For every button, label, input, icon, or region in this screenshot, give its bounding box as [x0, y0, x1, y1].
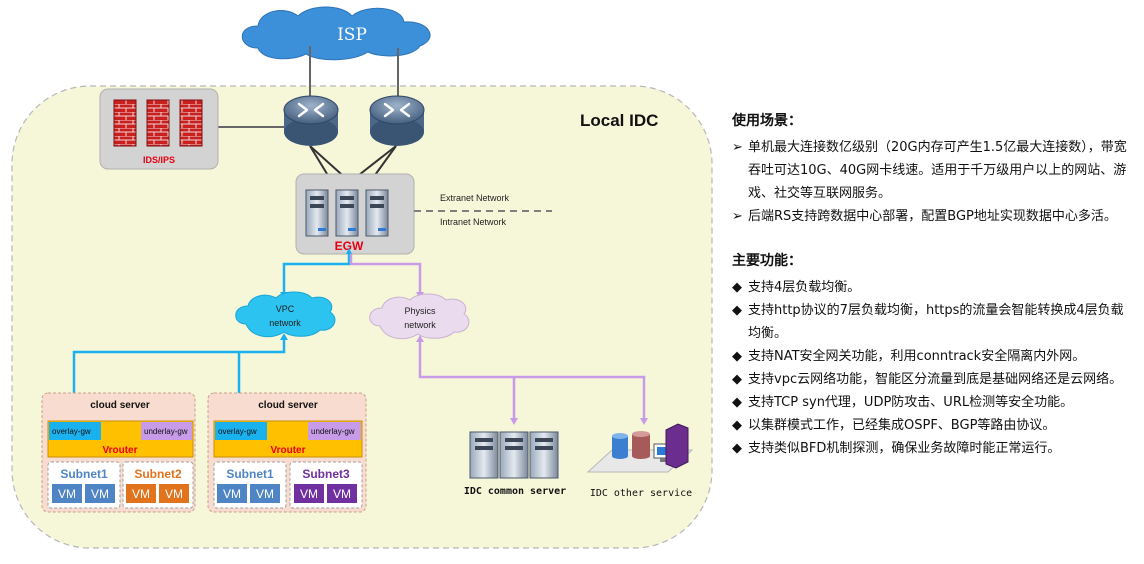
overlay-gw-label: overlay-gw: [218, 427, 257, 436]
egw-label: EGW: [335, 239, 364, 253]
firewall-icon: IDS/IPS: [99, 88, 219, 170]
diamond-bullet-icon: ◆: [732, 372, 742, 387]
feature-item: ◆ 支持TCP syn代理，UDP防攻击、URL检测等安全功能。: [732, 391, 1132, 414]
server-icon: [335, 189, 359, 237]
ids-ips-label: IDS/IPS: [143, 155, 175, 165]
underlay-gw-label: underlay-gw: [144, 427, 188, 436]
feature-text: 支持4层负载均衡。: [748, 280, 861, 295]
feature-item: ◆ 以集群模式工作，已经集成OSPF、BGP等路由协议。: [732, 414, 1132, 437]
server-icon: [365, 189, 389, 237]
physics-label-line1: Physics: [404, 306, 436, 316]
vm-label: VM: [223, 487, 241, 501]
feature-item: ◆ 支持类似BFD机制探测，确保业务故障时能正常运行。: [732, 437, 1132, 460]
intranet-label: Intranet Network: [440, 217, 507, 227]
vpc-to-cloud-servers-link: [72, 336, 286, 414]
vpc-label-line2: network: [269, 318, 301, 328]
scenario-item: ➢ 后端RS支持跨数据中心部署，配置BGP地址实现数据中心多活。: [732, 205, 1132, 228]
feature-text: 支持vpc云网络功能，智能区分流量到底是基础网络还是云网络。: [748, 372, 1123, 387]
local-idc-label: Local IDC: [580, 111, 658, 130]
feature-text: 支持NAT安全网关功能，利用conntrack安全隔离内外网。: [748, 349, 1086, 364]
physics-link: [349, 254, 422, 296]
diamond-bullet-icon: ◆: [732, 349, 742, 364]
isp-label: ISP: [337, 25, 367, 45]
server-icon: [305, 189, 329, 237]
scenario-text: 后端RS支持跨数据中心部署，配置BGP地址实现数据中心多活。: [748, 209, 1117, 224]
router-icon: [369, 95, 425, 146]
subnet-label: Subnet1: [60, 467, 108, 481]
feature-text: 支持TCP syn代理，UDP防攻击、URL检测等安全功能。: [748, 395, 1074, 410]
subnet-label: Subnet3: [302, 467, 350, 481]
feature-item: ◆ 支持4层负载均衡。: [732, 276, 1132, 299]
cloud-server-title: cloud server: [90, 400, 150, 411]
vm-label: VM: [91, 487, 109, 501]
scenarios-title: 使用场景：: [732, 113, 802, 129]
cloud-server-2: cloud server overlay-gw underlay-gw Vrou…: [207, 392, 367, 513]
physics-network-cloud: Physics network: [369, 293, 470, 340]
physics-label-line2: network: [404, 320, 436, 330]
feature-text: 支持类似BFD机制探测，确保业务故障时能正常运行。: [748, 441, 1061, 456]
diamond-bullet-icon: ◆: [732, 441, 742, 456]
vrouter-label: Vrouter: [270, 445, 305, 456]
underlay-gw-label: underlay-gw: [311, 427, 355, 436]
diamond-bullet-icon: ◆: [732, 395, 742, 410]
physics-to-idc-link: [418, 338, 646, 420]
description-panel: 使用场景： ➢ 单机最大连接数亿级别（20G内存可产生1.5亿最大连接数），带宽吞…: [732, 110, 1132, 460]
storage-icon: [632, 431, 650, 459]
vm-label: VM: [300, 487, 318, 501]
server-icon: [529, 431, 559, 479]
vm-label: VM: [132, 487, 150, 501]
arrow-bullet-icon: ➢: [732, 209, 743, 224]
vpc-label-line1: VPC: [276, 304, 295, 314]
vm-label: VM: [333, 487, 351, 501]
arrow-bullet-icon: ➢: [732, 140, 743, 155]
network-diagram: Local IDC ISP IDS/IPS: [11, 6, 713, 549]
vm-label: VM: [58, 487, 76, 501]
scenario-item: ➢ 单机最大连接数亿级别（20G内存可产生1.5亿最大连接数），带宽吞吐可达10G…: [732, 136, 1132, 205]
overlay-gw-label: overlay-gw: [52, 427, 91, 436]
vpc-network-cloud: VPC network: [235, 291, 336, 338]
feature-text: 以集群模式工作，已经集成OSPF、BGP等路由协议。: [748, 418, 1056, 433]
feature-item: ◆ 支持vpc云网络功能，智能区分流量到底是基础网络还是云网络。: [732, 368, 1132, 391]
vm-label: VM: [256, 487, 274, 501]
vpc-link: [282, 254, 351, 296]
egw-cluster: EGW: [295, 173, 415, 255]
server-icon: [499, 431, 529, 479]
feature-item: ◆ 支持http协议的7层负载均衡，https的流量会智能转换成4层负载均衡。: [732, 299, 1132, 345]
feature-text: 支持http协议的7层负载均衡，https的流量会智能转换成4层负载均衡。: [748, 303, 1124, 341]
server-icon: [469, 431, 499, 479]
router-icon: [283, 95, 339, 146]
cloud-server-title: cloud server: [258, 400, 318, 411]
subnet-label: Subnet2: [134, 467, 182, 481]
idc-other-service-label: IDC other service: [590, 488, 692, 499]
diamond-bullet-icon: ◆: [732, 280, 742, 295]
isp-cloud: ISP: [241, 6, 431, 61]
vm-label: VM: [165, 487, 183, 501]
subnet-label: Subnet1: [226, 467, 274, 481]
idc-common-server-label: IDC common server: [464, 486, 566, 497]
idc-common-server: IDC common server: [464, 431, 566, 497]
scenario-text: 单机最大连接数亿级别（20G内存可产生1.5亿最大连接数），带宽吞吐可达10G、…: [748, 140, 1127, 201]
feature-item: ◆ 支持NAT安全网关功能，利用conntrack安全隔离内外网。: [732, 345, 1132, 368]
cloud-server-1: cloud server overlay-gw underlay-gw Vrou…: [41, 392, 196, 513]
features-title: 主要功能：: [732, 253, 802, 269]
tower-server-icon: [665, 423, 689, 469]
database-icon: [612, 433, 628, 459]
diamond-bullet-icon: ◆: [732, 303, 742, 318]
extranet-label: Extranet Network: [440, 193, 510, 203]
idc-other-service: IDC other service: [586, 423, 694, 499]
vrouter-label: Vrouter: [102, 445, 137, 456]
diamond-bullet-icon: ◆: [732, 418, 742, 433]
